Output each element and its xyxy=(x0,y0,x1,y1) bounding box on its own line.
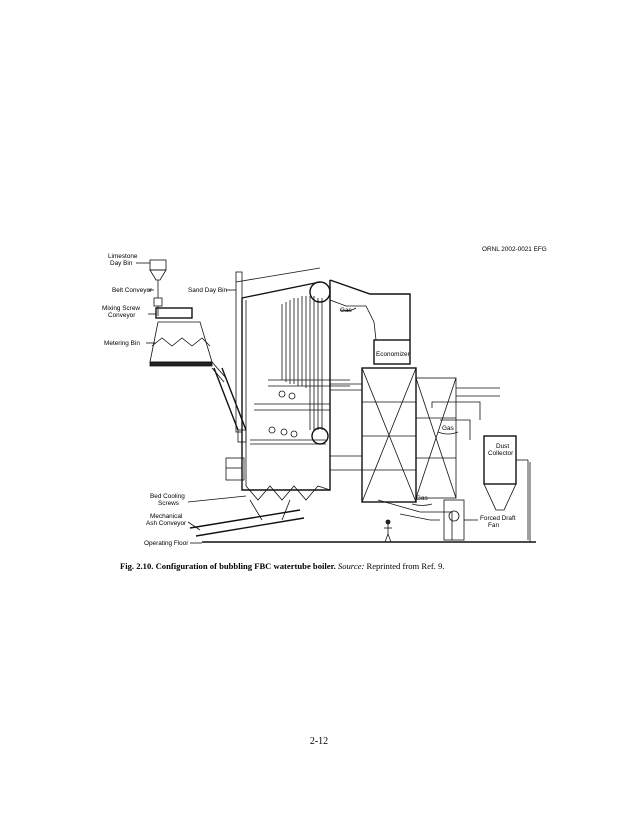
label-collector: Collector xyxy=(488,450,514,457)
boiler-diagram: ORNL 2002-0021 EFG Limestone Day Bin Bel… xyxy=(102,246,547,547)
label-conveyor: Conveyor xyxy=(108,312,136,319)
forced-draft-fan xyxy=(443,499,478,541)
label-dust: Dust xyxy=(496,443,509,450)
label-sand-day-bin: Sand Day Bin xyxy=(188,287,228,294)
label-forced-draft: Forced Draft xyxy=(480,515,516,522)
air-heater xyxy=(415,377,500,499)
label-mechanical: Mechanical xyxy=(150,513,182,520)
label-limestone: Limestone xyxy=(108,253,138,260)
caption-number: Fig. 2.10. xyxy=(120,561,154,571)
caption-title: Configuration of bubbling FBC watertube … xyxy=(155,561,336,571)
label-belt-conveyor: Belt Conveyor xyxy=(112,287,153,294)
label-metering-bin: Metering Bin xyxy=(104,340,140,347)
label-fan: Fan xyxy=(488,522,499,529)
metering-bin xyxy=(149,321,247,431)
gas-duct xyxy=(329,279,411,341)
label-gas-mid: Gas xyxy=(442,425,454,432)
label-mixing-screw: Mixing Screw xyxy=(102,305,140,312)
label-gas-bottom: Gas xyxy=(416,495,428,502)
label-gas-top: Gas xyxy=(340,307,352,314)
furnace xyxy=(225,267,350,501)
label-bed-cooling: Bed Cooling xyxy=(150,493,185,500)
label-operating-floor: Operating Floor xyxy=(144,540,189,547)
label-ash-conveyor: Ash Conveyor xyxy=(146,520,187,527)
label-day-bin: Day Bin xyxy=(110,260,133,267)
caption-source-text: Reprinted from Ref. 9. xyxy=(366,561,445,571)
ref-code: ORNL 2002-0021 EFG xyxy=(482,246,547,253)
person-figure xyxy=(384,519,392,543)
caption-source-label: Source: xyxy=(337,561,365,571)
page-number: 2-12 xyxy=(309,736,329,747)
label-economizer: Economizer xyxy=(376,351,411,358)
limestone-day-bin xyxy=(149,259,167,316)
dust-collector xyxy=(483,435,529,540)
figure-caption: Fig. 2.10. Configuration of bubbling FBC… xyxy=(120,561,560,571)
gas-bottom-duct xyxy=(377,499,453,540)
ash-conveyor xyxy=(189,499,305,537)
label-screws: Screws xyxy=(158,500,179,507)
gas-mid-duct xyxy=(431,401,481,440)
economizer xyxy=(330,339,417,503)
